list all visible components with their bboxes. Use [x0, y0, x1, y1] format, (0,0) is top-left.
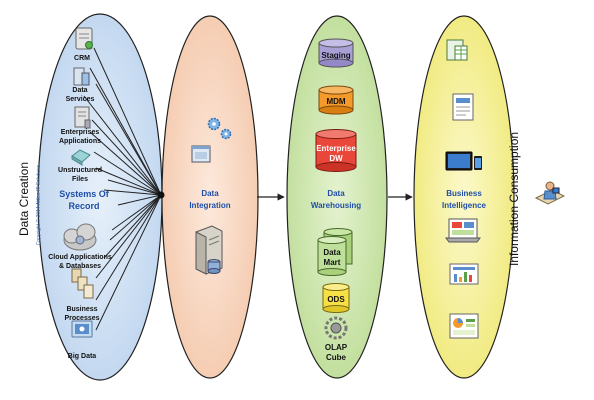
laptop-dashboard-icon — [445, 218, 481, 243]
sor-item-label-data-services-l1: Data — [72, 87, 87, 94]
enterprise-applications-icon — [74, 106, 91, 129]
sor-item-label-business-l1: Business — [66, 306, 97, 313]
sor-item-labels: CRM Data Services Enterprises Applicatio… — [48, 55, 112, 360]
enterprise-dw-label-l1: Enterprise — [316, 144, 356, 153]
ods-cylinder — [322, 283, 350, 313]
business-intelligence-ellipse — [413, 15, 515, 379]
big-data-icon — [71, 320, 93, 338]
mdm-label: MDM — [326, 97, 345, 106]
sor-item-label-data-services-l2: Services — [66, 96, 95, 103]
fan-in-hub — [157, 191, 165, 199]
data-mart-label-l2: Mart — [324, 258, 341, 267]
server-icon — [195, 225, 223, 275]
fan-in-lines — [83, 47, 162, 331]
warehousing-title-line1: Data — [327, 189, 345, 198]
sor-item-label-unstructured-l1: Unstructured — [58, 167, 102, 174]
unstructured-files-icon — [71, 149, 91, 166]
analytics-report-icon — [449, 313, 479, 339]
data-services-icon — [73, 67, 90, 86]
data-mart-label-l1: Data — [323, 248, 341, 257]
sor-item-label-enterprise-apps-l1: Enterprises — [61, 129, 100, 136]
sor-item-label-cloud-l1: Cloud Applications — [48, 254, 112, 261]
olap-label-l2: Cube — [326, 353, 347, 362]
sor-item-label-big-data: Big Data — [68, 353, 97, 360]
spreadsheet-icon — [446, 39, 468, 61]
business-processes-icon — [71, 268, 94, 299]
user-at-desk-icon — [534, 181, 566, 205]
data-mart-cylinder — [317, 228, 353, 276]
staging-label: Staging — [321, 51, 350, 60]
devices-icon — [445, 151, 482, 171]
bi-title-line2: Intelligence — [442, 201, 487, 210]
ods-label: ODS — [327, 295, 345, 304]
left-axis-label: Data Creation — [17, 162, 31, 236]
enterprise-dw-label-l2: DW — [329, 154, 343, 163]
warehousing-title-line2: Warehousing — [311, 201, 361, 210]
sor-item-label-business-l2: Processes — [64, 315, 99, 322]
right-axis-label: Information Consumption — [507, 132, 521, 266]
bi-title-line1: Business — [446, 189, 482, 198]
data-warehousing-ellipse — [286, 15, 388, 379]
copyright-text: Copyright © 2014 Attlee IT Solutions — [35, 164, 42, 245]
crm-icon — [75, 27, 93, 50]
window-icon — [191, 145, 211, 163]
sor-title-line1: Systems Of — [59, 189, 110, 199]
chart-dashboard-icon — [449, 263, 479, 285]
olap-cube-icon — [324, 316, 348, 340]
sor-item-label-crm: CRM — [74, 55, 90, 62]
report-document-icon — [452, 93, 474, 121]
olap-label-l1: OLAP — [325, 343, 348, 352]
gears-icon — [207, 117, 232, 140]
integration-title-line2: Integration — [189, 201, 230, 210]
sor-item-label-cloud-l2: & Databases — [59, 263, 101, 270]
sor-item-label-enterprise-apps-l2: Applications — [59, 138, 101, 145]
mdm-cylinder — [318, 85, 354, 115]
staging-cylinder — [318, 38, 354, 68]
integration-title-line1: Data — [201, 189, 219, 198]
cloud-applications-icon — [63, 223, 97, 251]
sor-item-label-unstructured-l2: Files — [72, 176, 88, 183]
sor-title-line2: Record — [68, 201, 99, 211]
enterprise-dw-cylinder — [315, 129, 357, 172]
